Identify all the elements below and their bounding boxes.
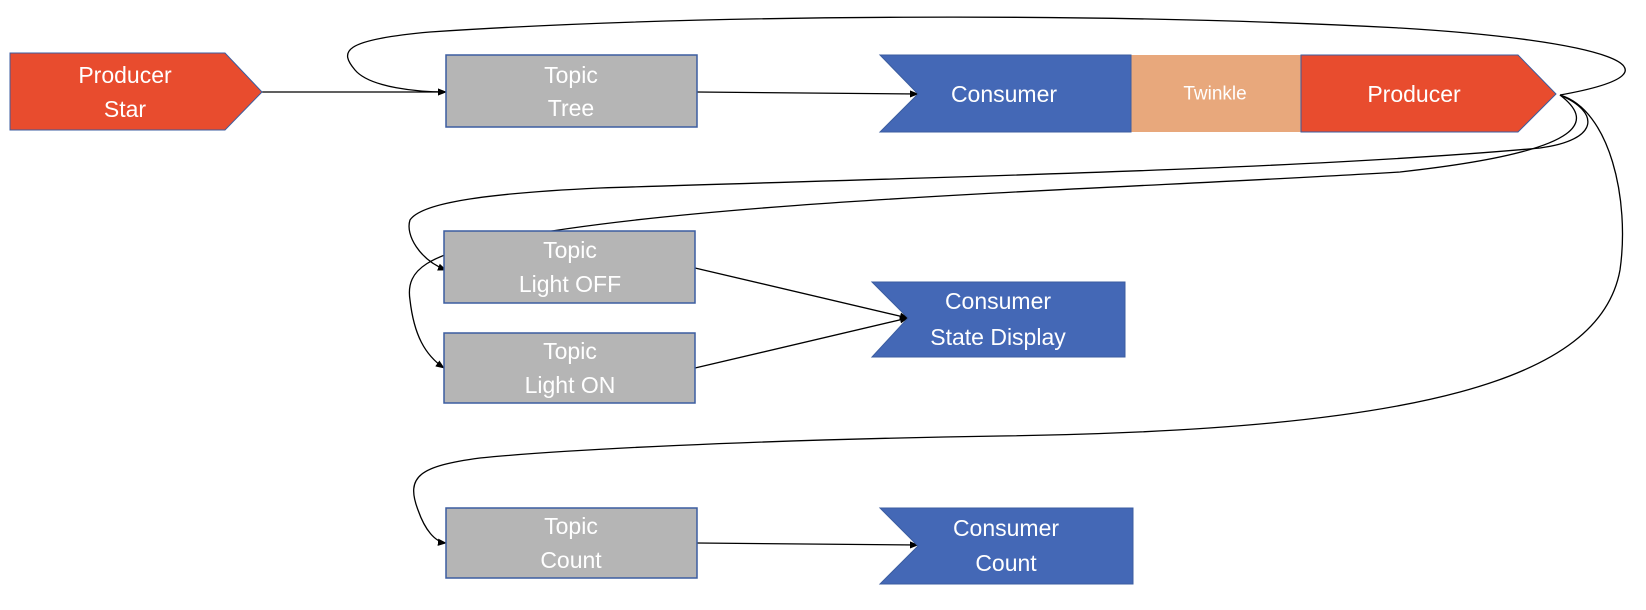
producer-star-shape [9,52,263,131]
topic-count-label-1: Topic [544,513,598,539]
consumer-state-display-label-2: State Display [930,324,1066,350]
consumer-twinkle-label: Consumer [951,81,1057,107]
edge-topic-tree-to-consumer [696,90,919,98]
consumer-count-shape [878,507,1134,585]
edge-producer-to-topic-light-on [408,94,1578,369]
edge-topic-count-to-consumer-count [696,541,919,549]
topic-tree-shape [445,54,698,128]
topic-light-off-shape [443,230,696,304]
edge-producer-to-topic-light-off [408,94,1589,271]
node-consumer-count[interactable]: Consumer Count [878,507,1134,585]
producer-twinkle-label: Producer [1367,81,1461,107]
topic-light-on-label-2: Light ON [525,372,616,398]
consumer-count-label-1: Consumer [953,515,1059,541]
consumer-state-display-label-1: Consumer [945,288,1051,314]
edges [262,16,1626,549]
consumer-twinkle-shape [878,54,1132,133]
topic-light-on-shape [443,332,696,404]
consumer-state-display-shape [870,281,1126,358]
node-producer-star[interactable]: Producer Star [9,52,263,131]
node-topic-light-on[interactable]: Topic Light ON [443,332,696,404]
edge-producer-to-topic-count [413,94,1624,546]
topic-tree-label-2: Tree [548,95,594,121]
edge-topic-light-on-to-consumer-state-display [694,316,909,369]
topic-light-on-label-1: Topic [543,338,597,364]
producer-star-label-2: Star [104,96,147,122]
edge-producer-to-topic-tree [347,16,1626,96]
edge-topic-light-off-to-consumer-state-display [694,267,909,320]
consumer-count-label-2: Count [975,550,1037,576]
twinkle-label: Twinkle [1183,84,1246,105]
topic-tree-label-1: Topic [544,62,598,88]
node-topic-count[interactable]: Topic Count [445,507,698,579]
topic-light-off-label-2: Light OFF [519,271,621,297]
twinkle-shape [1131,55,1301,132]
producer-star-label-1: Producer [78,62,172,88]
topic-light-off-label-1: Topic [543,237,597,263]
node-topic-tree[interactable]: Topic Tree [445,54,698,128]
topic-count-shape [445,507,698,579]
node-consumer-state-display[interactable]: Consumer State Display [870,281,1126,358]
node-twinkle-service[interactable]: Consumer Twinkle Producer [878,54,1557,133]
node-topic-light-off[interactable]: Topic Light OFF [443,230,696,304]
topic-count-label-2: Count [540,547,602,573]
